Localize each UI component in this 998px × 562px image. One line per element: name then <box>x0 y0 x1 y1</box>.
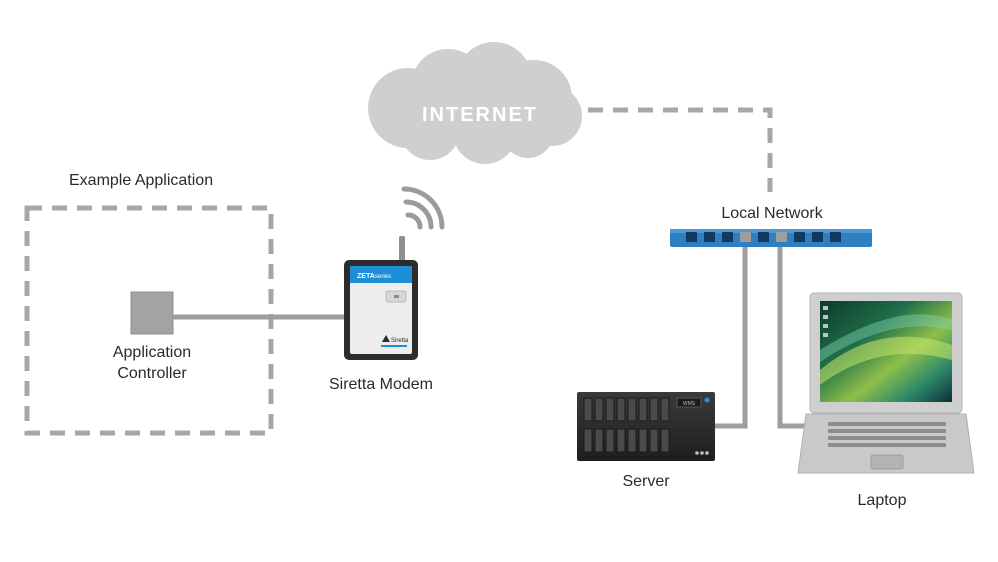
internet-label: INTERNET <box>422 104 538 126</box>
application-controller-label: Application Controller <box>96 342 208 384</box>
internet-uplink-dashed <box>588 107 773 192</box>
laptop-touchpad <box>870 454 904 470</box>
application-controller-label-line2: Controller <box>117 365 187 382</box>
switch-laptop-cable <box>777 244 808 429</box>
server-label: Server <box>622 473 670 490</box>
local-network-label: Local Network <box>721 205 823 222</box>
laptop-keyboard <box>828 422 946 447</box>
switch-server-cable <box>715 244 748 429</box>
application-controller-box <box>130 291 174 335</box>
laptop-label: Laptop <box>857 492 907 509</box>
switch-ports <box>686 232 841 242</box>
application-controller-label-line1: Application <box>112 344 192 361</box>
laptop <box>797 292 975 474</box>
modem-maker: Siretta <box>391 338 409 344</box>
network-switch <box>670 229 872 247</box>
siretta-logo-icon <box>382 335 390 342</box>
server-display <box>676 397 702 408</box>
server-power-led <box>704 397 710 403</box>
siretta-modem: ZETA series Siretta <box>344 260 418 360</box>
modem-series-brand: ZETA <box>357 273 375 280</box>
modem-label: Siretta Modem <box>328 376 434 393</box>
wireless-signal-icon <box>401 186 445 230</box>
example-application-title: Example Application <box>69 172 214 189</box>
example-application-boundary <box>24 205 274 436</box>
modem-series-word: series <box>375 274 391 280</box>
server-badge: WMS <box>683 401 696 407</box>
server: WMS <box>577 392 715 461</box>
modem-antenna <box>399 236 405 262</box>
internet-cloud: INTERNET <box>368 42 582 164</box>
